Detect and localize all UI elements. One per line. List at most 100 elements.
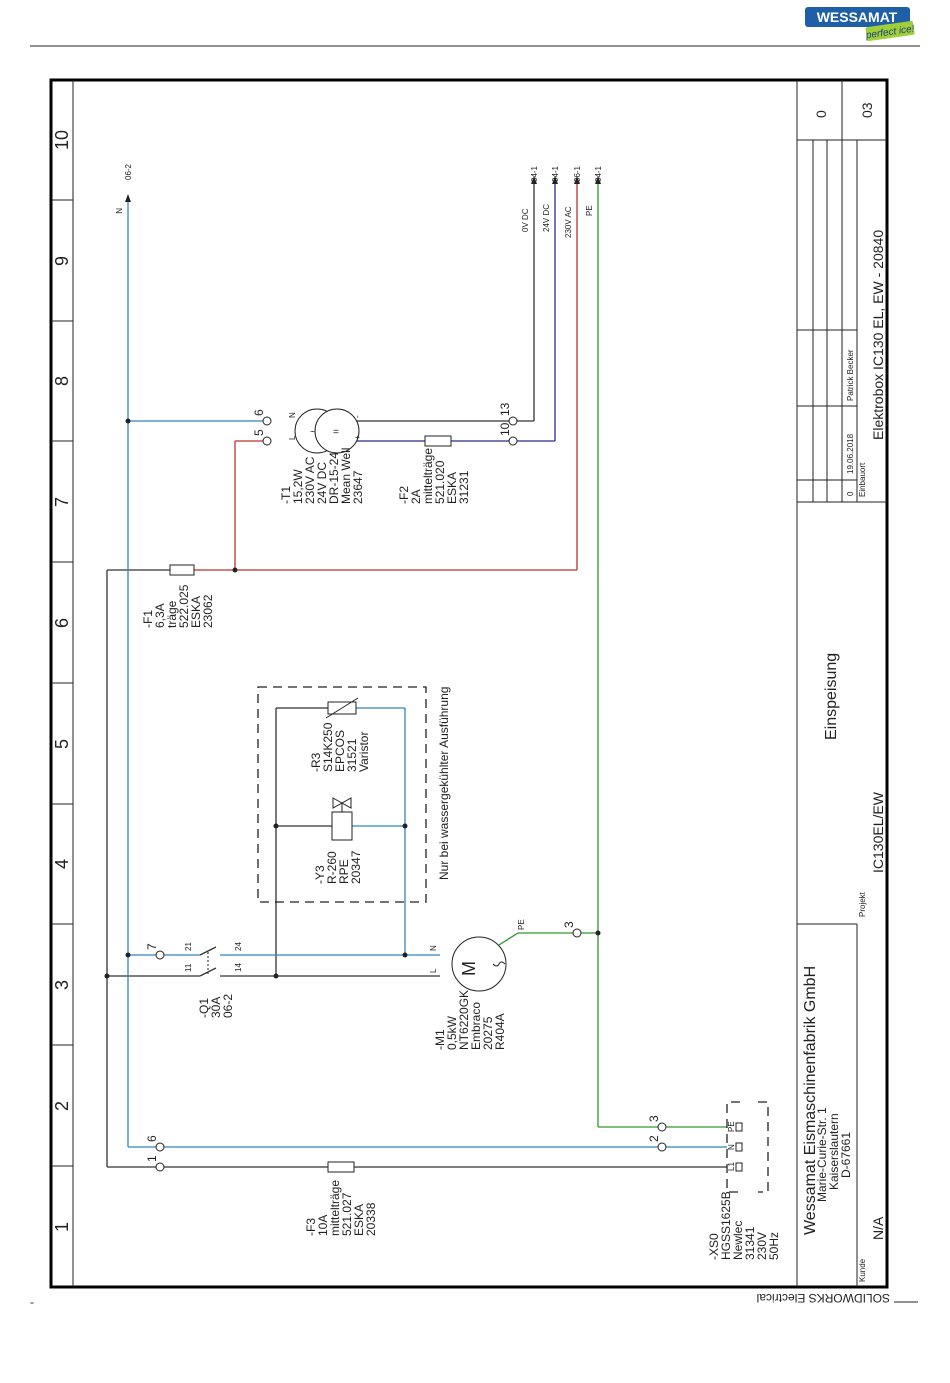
varistor-r3	[325, 697, 359, 719]
title-block: Wessamat Eismaschinenfabrik GmbH Marie-C…	[796, 80, 887, 1287]
revision-date: 19.06.2018	[846, 433, 855, 474]
svg-text:R-260: R-260	[325, 851, 339, 884]
output-ref: 04-1	[530, 165, 539, 182]
svg-text:0,5kW: 0,5kW	[445, 1015, 459, 1050]
output-signal: 230V AC	[564, 206, 573, 238]
svg-text:ESKA: ESKA	[445, 472, 459, 504]
einbauort-label: Einbauort	[858, 462, 867, 497]
switch-q1	[199, 946, 217, 977]
t1-n-label: N	[288, 412, 297, 418]
svg-text:3: 3	[562, 921, 576, 928]
svg-text:7: 7	[145, 943, 159, 950]
svg-text:3: 3	[647, 1115, 661, 1122]
projekt-value: IC130EL/EW	[870, 791, 886, 873]
ruler-number: 1	[52, 1222, 72, 1232]
logo-brand: WESSAMAT	[817, 9, 898, 25]
sheet-title: Einspeisung	[823, 653, 840, 740]
svg-text:ESKA: ESKA	[352, 1204, 366, 1236]
svg-text:6: 6	[145, 1135, 159, 1142]
motor-l-label: L	[429, 968, 438, 973]
label-f2: -F2 2A mittelträge 521.020 ESKA 31231	[397, 448, 471, 504]
svg-text:-F2: -F2	[397, 486, 411, 504]
terminal-xs0-l1	[155, 1162, 165, 1172]
t1-minus-label: -	[353, 415, 362, 418]
ruler: 1 2 3 4 5 6 7 8 9 10	[51, 130, 73, 1232]
revision-author: Patrick Becker	[846, 349, 855, 401]
terminal-t1-10	[508, 436, 518, 446]
svg-text:230V: 230V	[755, 1232, 769, 1260]
terminal-motor-pe	[572, 928, 582, 938]
svg-text:mittelträge: mittelträge	[421, 448, 435, 504]
terminal-t1-6	[262, 416, 272, 426]
svg-text:=: =	[333, 427, 339, 438]
svg-text:23647: 23647	[351, 470, 365, 504]
ruler-number: 4	[52, 859, 72, 869]
label-f1: -F1 6,3A träge 522.025 ESKA 23062	[141, 584, 215, 628]
ruler-number: 9	[52, 256, 72, 266]
svg-text:11: 11	[184, 963, 193, 972]
svg-text:2: 2	[647, 1135, 661, 1142]
motor-m1: M N L PE	[429, 919, 526, 992]
svg-text:06-2: 06-2	[221, 994, 235, 1018]
svg-text:521.020: 521.020	[433, 460, 447, 504]
fuse-f2	[424, 435, 452, 447]
svg-text:-Q1: -Q1	[197, 998, 211, 1018]
svg-text:-F1: -F1	[141, 610, 155, 628]
plug-n-label: N	[727, 1144, 736, 1150]
terminal-t1-5	[262, 436, 272, 446]
svg-text:Newlec: Newlec	[731, 1221, 745, 1260]
ruler-number: 5	[52, 739, 72, 749]
terminal-pe-top	[657, 1122, 667, 1132]
ruler-number: 3	[52, 980, 72, 990]
svg-text:-F3: -F3	[304, 1218, 318, 1236]
label-xs0: -XS0 HGSS1625B Newlec 31341 230V 50Hz	[707, 1191, 781, 1260]
motor-symbol: M	[459, 961, 479, 976]
label-m1: -M1 0,5kW NT6220GK Embraco 20275 R404A	[433, 990, 507, 1050]
svg-text:20338: 20338	[364, 1202, 378, 1236]
drawing-frame	[49, 78, 889, 1289]
label-t1: -T1 15,2W 230V AC 24V DC DR-15-24 Mean W…	[279, 448, 365, 504]
svg-text:31521: 31521	[345, 738, 359, 772]
svg-text:NT6220GK: NT6220GK	[457, 990, 471, 1050]
svg-text:mittelträge: mittelträge	[328, 1180, 342, 1236]
wessamat-logo: WESSAMAT perfect ice!	[805, 7, 915, 41]
wiring	[106, 180, 727, 1168]
svg-text:-T1: -T1	[279, 486, 293, 504]
svg-text:23062: 23062	[201, 594, 215, 628]
svg-text:EPCOS: EPCOS	[333, 730, 347, 772]
sheet-number: 03	[859, 102, 875, 118]
svg-text:15,2W: 15,2W	[291, 469, 305, 504]
label-f3: -F3 10A mittelträge 521.027 ESKA 20338	[304, 1180, 378, 1236]
svg-text:5: 5	[252, 429, 266, 436]
footer-mark: -	[30, 1295, 34, 1309]
terminal-numbers: 1 6 3 2 7 21 24 11 14 3 5 6 10 13	[145, 402, 661, 1162]
ruler-number: 2	[52, 1101, 72, 1111]
output-signal: 24V DC	[542, 204, 551, 232]
junctions	[104, 418, 601, 979]
n-output-label: N	[115, 208, 124, 214]
terminal-pe-lower	[657, 1142, 667, 1152]
t1-plus-label: +	[353, 435, 362, 440]
terminal-xs0-n	[155, 1142, 165, 1152]
t1-l-label: L	[288, 435, 297, 440]
output-labels: N 06-2 0V DC 24V DC 230V AC PE 04-1 04-1…	[115, 163, 603, 238]
label-q1: -Q1 30A 06-2	[197, 994, 235, 1018]
svg-text:24: 24	[234, 942, 243, 951]
output-arrows	[125, 176, 601, 202]
company-name: Wessamat Eismaschinenfabrik GmbH	[802, 966, 819, 1235]
svg-text:-XS0: -XS0	[707, 1233, 721, 1260]
motor-pe-label: PE	[517, 919, 526, 930]
motor-n-label: N	[429, 945, 438, 951]
svg-text:50Hz: 50Hz	[767, 1232, 781, 1260]
svg-text:10A: 10A	[316, 1215, 330, 1236]
svg-text:träge: träge	[165, 600, 179, 628]
svg-text:1: 1	[145, 1155, 159, 1162]
output-ref: 04-1	[594, 165, 603, 182]
svg-text:30A: 30A	[209, 997, 223, 1018]
svg-text:21: 21	[184, 942, 193, 951]
kunde-label: Kunde	[858, 1258, 867, 1282]
psu-t1: ~ = N L - +	[288, 408, 362, 454]
svg-text:521.027: 521.027	[340, 1192, 354, 1236]
svg-text:R404A: R404A	[493, 1013, 507, 1050]
